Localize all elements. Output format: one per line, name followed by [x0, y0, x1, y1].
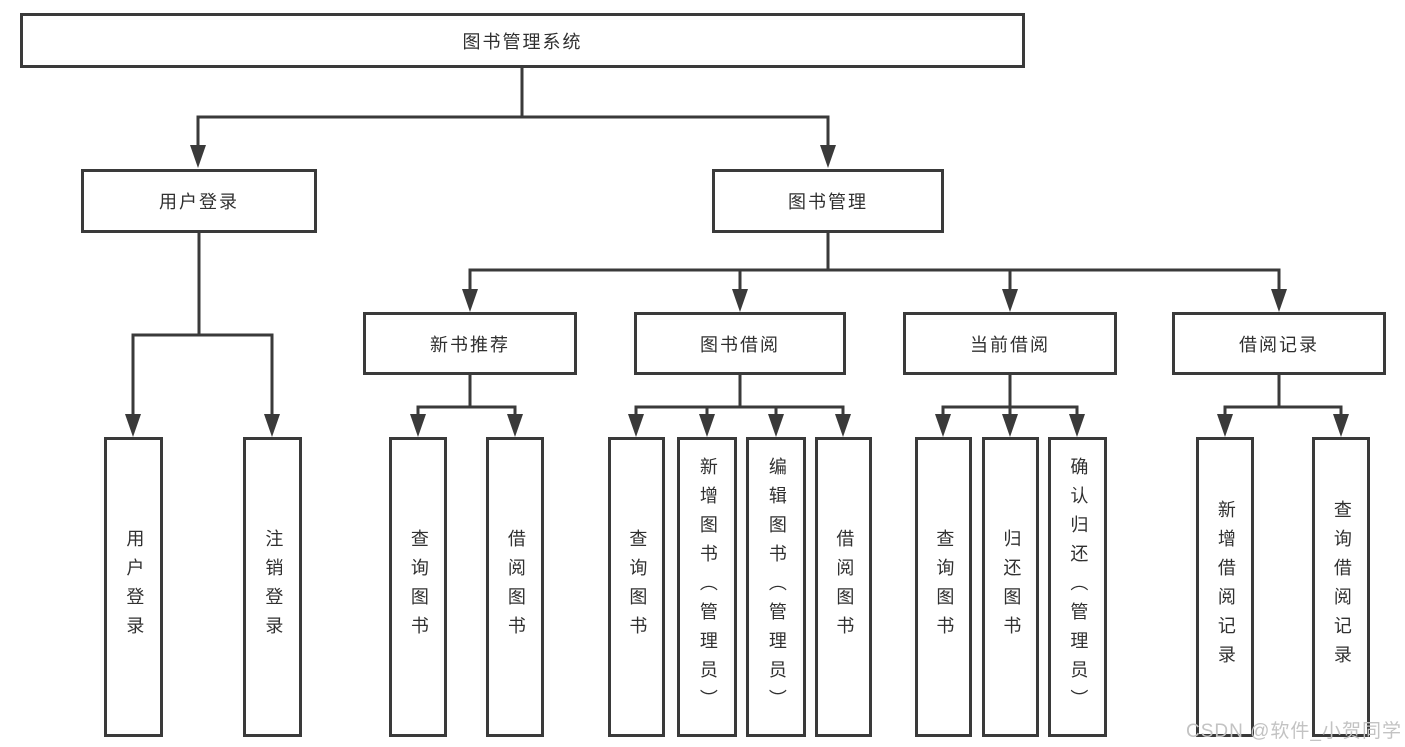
node-borrowing-records: 借阅记录: [1172, 312, 1386, 375]
leaf-edit-books-admin-label: 编辑图书（管理员）: [766, 456, 787, 718]
leaf-query-books-recommend: 查询图书: [389, 437, 447, 737]
node-book-borrowing-label: 图书借阅: [700, 334, 780, 355]
down-arrowhead-icon: [1002, 414, 1018, 437]
connector-borrowing-records-to-leaves: [1223, 373, 1343, 418]
leaf-borrow-books-recommend: 借阅图书: [486, 437, 544, 737]
leaf-query-borrow-record: 查询借阅记录: [1312, 437, 1370, 737]
down-arrowhead-icon: [125, 414, 141, 437]
arrowheads-borrowing-records-leaves: [1217, 414, 1349, 437]
down-arrowhead-icon: [264, 414, 280, 437]
leaf-add-borrow-record-label: 新增借阅记录: [1215, 500, 1236, 674]
down-arrowhead-icon: [835, 414, 851, 437]
connector-user-login-to-leaves: [131, 231, 274, 418]
connector-book-borrowing-to-leaves: [634, 373, 845, 418]
node-new-book-recommendation: 新书推荐: [363, 312, 577, 375]
leaf-borrow-books-recommend-label: 借阅图书: [505, 529, 526, 645]
node-new-book-recommendation-label: 新书推荐: [430, 334, 510, 355]
down-arrowhead-icon: [820, 145, 836, 168]
down-arrowhead-icon: [190, 145, 206, 168]
node-current-borrowing: 当前借阅: [903, 312, 1117, 375]
leaf-add-borrow-record: 新增借阅记录: [1196, 437, 1254, 737]
down-arrowhead-icon: [410, 414, 426, 437]
leaf-user-login: 用户登录: [104, 437, 163, 737]
leaf-return-books: 归还图书: [982, 437, 1039, 737]
leaf-borrow-books-borrowing-label: 借阅图书: [834, 529, 855, 645]
arrowheads-user-login-leaves: [125, 414, 280, 437]
down-arrowhead-icon: [1333, 414, 1349, 437]
connector-root-to-level2: [196, 66, 830, 149]
leaf-user-login-label: 用户登录: [124, 529, 145, 645]
leaf-logout: 注销登录: [243, 437, 302, 737]
leaf-query-books-borrowing: 查询图书: [608, 437, 665, 737]
arrowheads-root-to-level2: [190, 145, 836, 168]
down-arrowhead-icon: [1069, 414, 1085, 437]
node-book-management-branch: 图书管理: [712, 169, 944, 233]
connector-current-borrowing-to-leaves: [941, 373, 1079, 418]
leaf-add-books-admin: 新增图书（管理员）: [677, 437, 737, 737]
node-user-login-branch: 用户登录: [81, 169, 317, 233]
node-current-borrowing-label: 当前借阅: [970, 334, 1050, 355]
down-arrowhead-icon: [628, 414, 644, 437]
node-user-login-branch-label: 用户登录: [159, 192, 239, 212]
leaf-query-books-current-label: 查询图书: [934, 529, 955, 645]
down-arrowhead-icon: [1217, 414, 1233, 437]
leaf-query-books-current: 查询图书: [915, 437, 972, 737]
leaf-logout-label: 注销登录: [263, 529, 284, 645]
down-arrowhead-icon: [768, 414, 784, 437]
connector-new-book-to-leaves: [416, 373, 517, 418]
down-arrowhead-icon: [699, 414, 715, 437]
arrowheads-current-borrowing-leaves: [935, 414, 1085, 437]
down-arrowhead-icon: [935, 414, 951, 437]
down-arrowhead-icon: [1271, 289, 1287, 312]
node-root-label: 图书管理系统: [462, 31, 583, 52]
leaf-confirm-return-admin-label: 确认归还（管理员）: [1068, 456, 1089, 718]
connector-book-management-to-groups: [468, 231, 1281, 293]
down-arrowhead-icon: [462, 289, 478, 312]
leaf-return-books-label: 归还图书: [1001, 529, 1022, 645]
down-arrowhead-icon: [732, 289, 748, 312]
down-arrowhead-icon: [507, 414, 523, 437]
arrowheads-new-book-leaves: [410, 414, 523, 437]
node-root: 图书管理系统: [20, 13, 1025, 68]
leaf-query-books-recommend-label: 查询图书: [408, 529, 429, 645]
leaf-confirm-return-admin: 确认归还（管理员）: [1048, 437, 1107, 737]
leaf-borrow-books-borrowing: 借阅图书: [815, 437, 872, 737]
csdn-watermark: CSDN @软件_小贺同学: [1186, 721, 1402, 742]
arrowheads-book-borrowing-leaves: [628, 414, 851, 437]
leaf-edit-books-admin: 编辑图书（管理员）: [746, 437, 806, 737]
leaf-add-books-admin-label: 新增图书（管理员）: [697, 456, 718, 718]
leaf-query-books-borrowing-label: 查询图书: [627, 529, 648, 645]
leaf-query-borrow-record-label: 查询借阅记录: [1331, 500, 1352, 674]
node-borrowing-records-label: 借阅记录: [1239, 334, 1319, 355]
down-arrowhead-icon: [1002, 289, 1018, 312]
node-book-management-branch-label: 图书管理: [788, 192, 868, 212]
node-book-borrowing: 图书借阅: [634, 312, 846, 375]
arrowheads-groups: [462, 289, 1287, 312]
